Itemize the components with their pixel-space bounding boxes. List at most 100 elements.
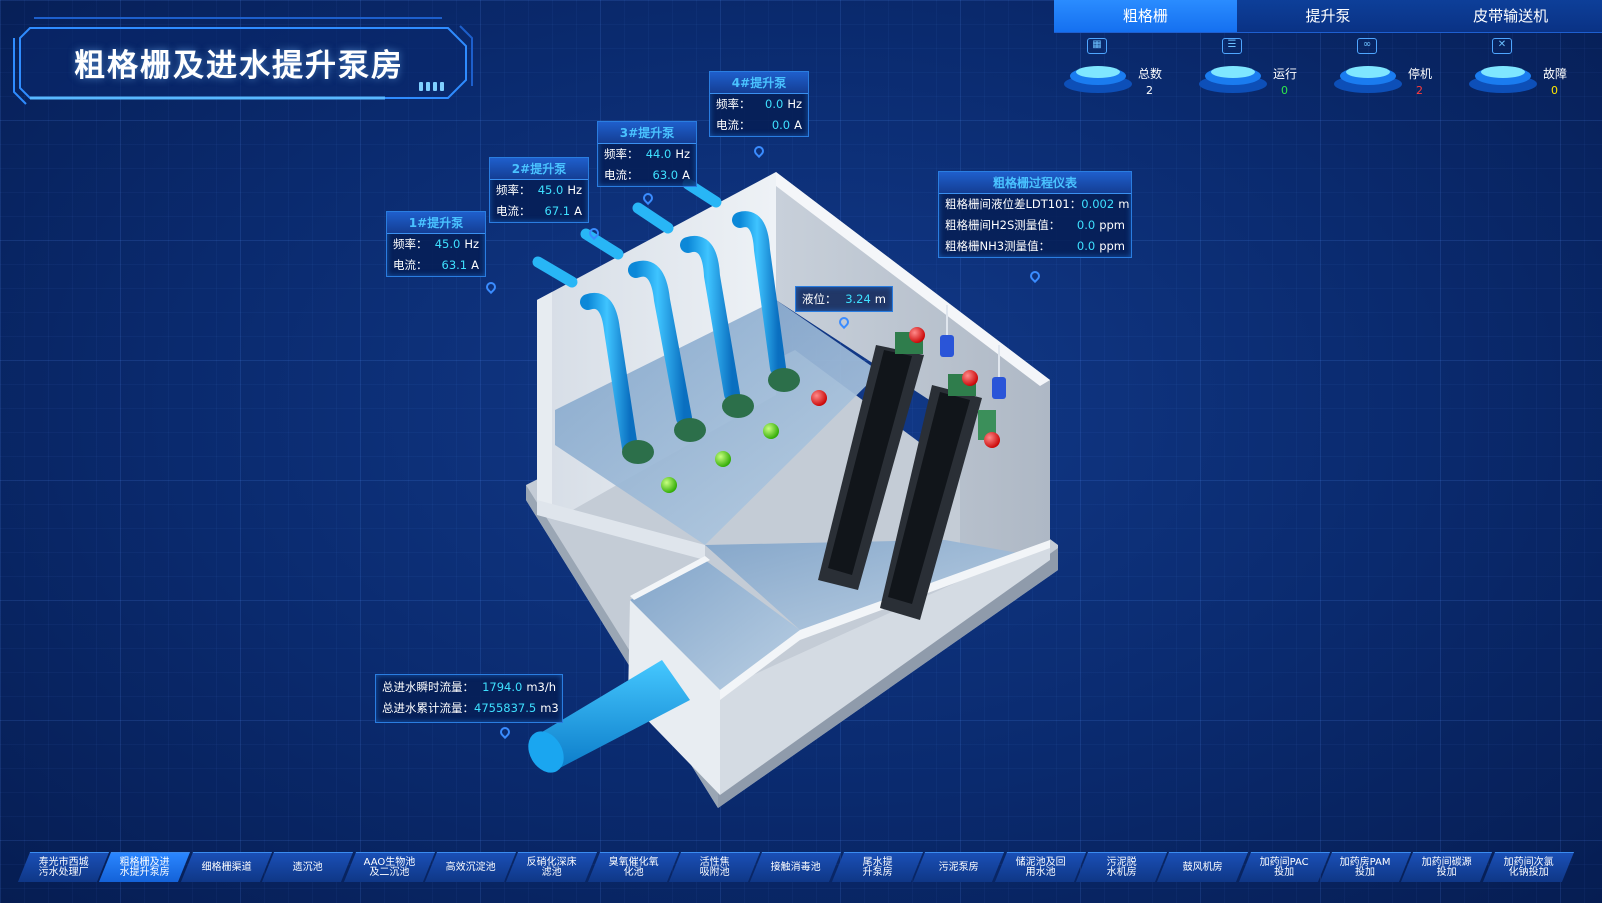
nav-item-label: 臭氧催化氧 化池	[608, 856, 659, 878]
curr-value: 63.1	[441, 258, 468, 272]
freq-unit: Hz	[675, 147, 690, 161]
pump-status-lights	[661, 390, 827, 493]
freq-label: 频率：	[393, 237, 428, 251]
nav-item-activated-coke[interactable]: 活性焦 吸附池	[668, 852, 761, 882]
curr-value: 0.0	[771, 118, 791, 132]
nav-item-label: 寿光市西城 污水处理厂	[38, 856, 89, 878]
stat-fault-value: 0	[1551, 84, 1558, 97]
nav-item-dewatering[interactable]: 污泥脱 水机房	[1075, 852, 1168, 882]
nav-item-ozone[interactable]: 臭氧催化氧 化池	[587, 852, 680, 882]
stat-total: ▦ 总数 2	[1062, 38, 1182, 100]
curr-value: 67.1	[544, 204, 571, 218]
inflow-instant-label: 总进水瞬时流量：	[382, 680, 474, 694]
level-value: 3.24	[845, 292, 871, 306]
nav-item-label: 活性焦 吸附池	[699, 856, 730, 878]
facility-nav: 寿光市西城 污水处理厂 粗格栅及进 水提升泵房 细格栅渠道 遗沉池 AAO生物池…	[17, 852, 1575, 882]
level-label: 液位：	[802, 292, 837, 306]
stat-stopped: ∞ 停机 2	[1332, 38, 1452, 100]
nav-item-plant[interactable]: 寿光市西城 污水处理厂	[17, 852, 110, 882]
instrument-unit: ppm	[1099, 239, 1125, 253]
nav-item-fine-screen[interactable]: 细格栅渠道	[180, 852, 273, 882]
nav-item-label: AAO生物池 及二沉池	[363, 856, 415, 878]
nav-item-hypochlorite-dosing[interactable]: 加药间次氯 化钠投加	[1482, 852, 1575, 882]
instrument-unit: m	[1118, 197, 1130, 211]
freq-unit: Hz	[464, 237, 479, 251]
curr-label: 电流：	[393, 258, 428, 272]
nav-item-label: 粗格栅及进 水提升泵房	[119, 856, 170, 878]
tab-belt-conveyor[interactable]: 皮带输送机	[1419, 0, 1602, 33]
nav-item-sludge-pump[interactable]: 污泥泵房	[913, 852, 1005, 882]
stat-running-value: 0	[1281, 84, 1288, 97]
instrument-value: 0.0	[1076, 239, 1096, 253]
nav-item-label: 高效沉淀池	[445, 861, 496, 873]
inflow-instant-value: 1794.0	[482, 680, 523, 694]
tab-coarse-screen[interactable]: 粗格栅	[1054, 0, 1237, 33]
stat-stopped-label: 停机	[1408, 67, 1433, 81]
pedestal-icon	[1469, 66, 1537, 93]
nav-item-effluent-pump[interactable]: 尾水提 升泵房	[831, 852, 924, 882]
pump-pipes	[532, 178, 786, 456]
pedestal-icon	[1199, 66, 1267, 93]
tab-lift-pump[interactable]: 提升泵	[1236, 0, 1420, 33]
curr-value: 63.0	[652, 168, 679, 182]
freq-label: 频率：	[604, 147, 639, 161]
stat-fault: ✕ 故障 0	[1467, 38, 1587, 100]
inlet-chamber	[630, 560, 800, 690]
nav-item-blower[interactable]: 鼓风机房	[1157, 852, 1249, 882]
pump-motors	[622, 368, 800, 464]
nav-item-pac-dosing[interactable]: 加药间PAC 投加	[1238, 852, 1331, 882]
freq-value: 45.0	[434, 237, 461, 251]
pedestal-icon	[1334, 66, 1402, 93]
nav-item-high-efficiency-settler[interactable]: 高效沉淀池	[424, 852, 517, 882]
curr-unit: A	[794, 118, 802, 132]
instrument-label: 粗格栅间液位差LDT101：	[945, 197, 1082, 211]
nav-item-pam-dosing[interactable]: 加药房PAM 投加	[1319, 852, 1412, 882]
nav-item-label: 反硝化深床 滤池	[526, 856, 577, 878]
level-unit: m	[874, 292, 886, 306]
instrument-value: 0.0	[1076, 218, 1096, 232]
curr-unit: A	[574, 204, 582, 218]
nav-item-label: 鼓风机房	[1182, 861, 1223, 873]
water-surface	[555, 300, 880, 545]
nav-item-aao[interactable]: AAO生物池 及二沉池	[343, 852, 435, 882]
nav-item-denitrification-filter[interactable]: 反硝化深床 滤池	[506, 852, 598, 882]
nav-item-label: 加药间PAC 投加	[1259, 856, 1309, 878]
freq-value: 44.0	[645, 147, 672, 161]
title-frame	[13, 17, 473, 105]
nav-item-grit-tank[interactable]: 遗沉池	[262, 852, 354, 882]
page-title: 粗格栅及进水提升泵房	[74, 48, 404, 84]
nav-item-disinfection[interactable]: 接触消毒池	[750, 852, 842, 882]
curr-label: 电流：	[496, 204, 531, 218]
nav-item-coarse-screen-pump-house[interactable]: 粗格栅及进 水提升泵房	[99, 852, 191, 882]
instrument-value: 0.002	[1081, 197, 1115, 211]
freq-value: 0.0	[765, 97, 784, 111]
coarse-screens	[818, 332, 996, 620]
pump-4-title: 4#提升泵	[710, 72, 808, 94]
freq-label: 频率：	[716, 97, 751, 111]
link-icon: ∞	[1357, 38, 1377, 54]
pedestal-icon	[1064, 66, 1132, 93]
freq-label: 频率：	[496, 183, 531, 197]
sliders-icon: ☰	[1222, 38, 1242, 54]
nav-item-sludge-storage[interactable]: 储泥池及回 用水池	[994, 852, 1086, 882]
curr-label: 电流：	[716, 118, 751, 132]
nav-item-label: 储泥池及回 用水池	[1014, 856, 1065, 878]
nav-item-carbon-dosing[interactable]: 加药间碳源 投加	[1401, 852, 1493, 882]
pump-3-title: 3#提升泵	[598, 122, 696, 144]
nav-item-label: 遗沉池	[292, 861, 323, 873]
